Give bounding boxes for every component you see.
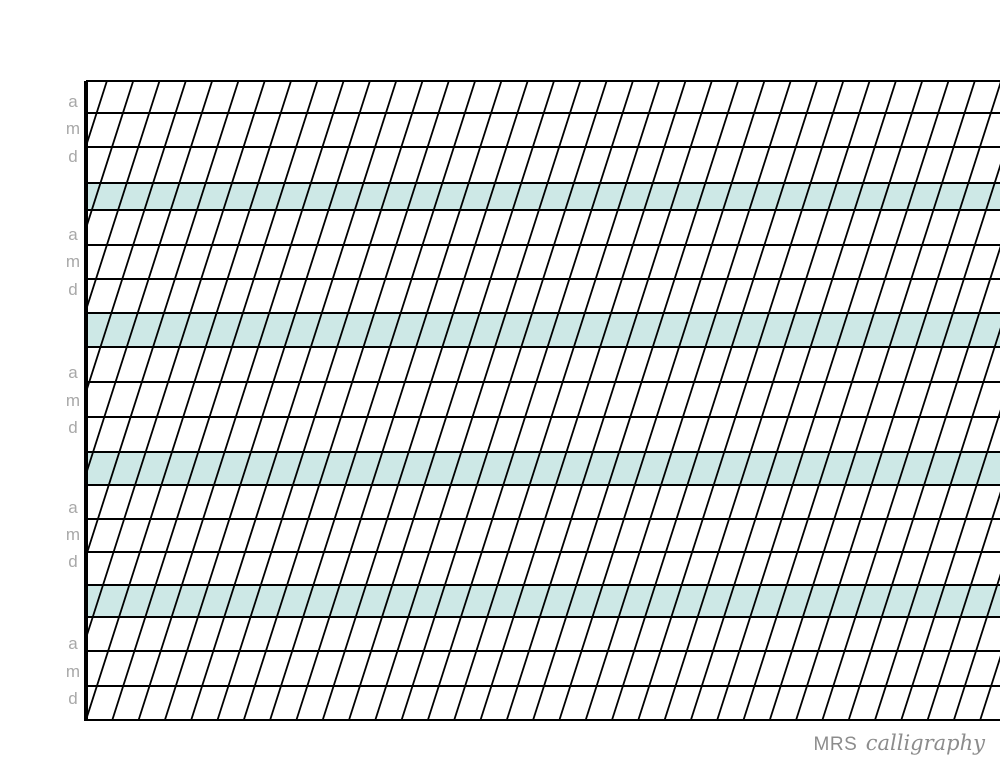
slant-line xyxy=(400,81,608,720)
guide-label-m: m xyxy=(66,119,80,138)
slant-line xyxy=(716,81,924,720)
guide-label-d: d xyxy=(68,418,77,437)
slant-line xyxy=(190,81,398,720)
slant-guide-lines xyxy=(86,81,1000,720)
slant-line xyxy=(242,81,450,720)
slant-line xyxy=(137,81,345,720)
guide-label-d: d xyxy=(68,147,77,166)
slant-line xyxy=(111,81,319,720)
brand-name: MRS xyxy=(814,734,858,755)
guide-label-a: a xyxy=(68,634,78,653)
slant-line xyxy=(505,81,713,720)
slant-line xyxy=(86,81,213,478)
slant-line xyxy=(637,81,845,720)
guide-label-m: m xyxy=(66,662,80,681)
slant-line xyxy=(532,81,739,720)
horizontal-guide-lines xyxy=(86,80,1000,721)
slant-line xyxy=(584,81,792,720)
slant-line xyxy=(874,327,1000,720)
guide-label-m: m xyxy=(66,252,80,271)
slant-line xyxy=(742,81,950,720)
spacer-band xyxy=(88,313,1000,347)
guide-label-d: d xyxy=(68,552,77,571)
spacer-band xyxy=(88,585,1000,617)
slant-line xyxy=(374,81,582,720)
slant-line xyxy=(86,81,266,641)
slant-line xyxy=(295,81,503,720)
guide-label-m: m xyxy=(66,391,80,410)
slant-line xyxy=(900,409,1000,720)
slant-line xyxy=(321,81,529,720)
slant-line xyxy=(269,81,476,720)
slant-line xyxy=(86,81,135,232)
guide-label-a: a xyxy=(68,225,78,244)
slant-line xyxy=(164,81,371,720)
slant-line xyxy=(821,163,1000,720)
slant-line xyxy=(690,81,897,720)
guide-label-d: d xyxy=(68,280,77,299)
slant-line xyxy=(663,81,871,720)
slant-line xyxy=(611,81,818,720)
guide-label-a: a xyxy=(68,92,78,111)
slant-line xyxy=(453,81,661,720)
spacer-bands xyxy=(88,183,1000,617)
slant-line xyxy=(86,81,187,396)
slant-line xyxy=(479,81,687,720)
slant-line xyxy=(847,245,1000,720)
slant-line xyxy=(768,81,976,720)
guide-label-a: a xyxy=(68,498,78,517)
slant-line xyxy=(86,81,161,314)
slant-line xyxy=(558,81,766,720)
slant-line xyxy=(86,81,240,559)
brand-mark: MRS calligraphy xyxy=(814,731,987,755)
slant-line xyxy=(427,81,634,720)
guide-label-a: a xyxy=(68,363,78,382)
slant-line xyxy=(348,81,555,720)
slant-line xyxy=(216,81,424,720)
slant-line xyxy=(926,491,1000,720)
slant-line xyxy=(953,573,1000,720)
spacer-band xyxy=(88,452,1000,485)
guide-label-d: d xyxy=(68,689,77,708)
guide-label-m: m xyxy=(66,525,80,544)
slant-line xyxy=(795,81,1000,720)
brand-script: calligraphy xyxy=(866,731,986,755)
slant-line xyxy=(86,81,292,720)
